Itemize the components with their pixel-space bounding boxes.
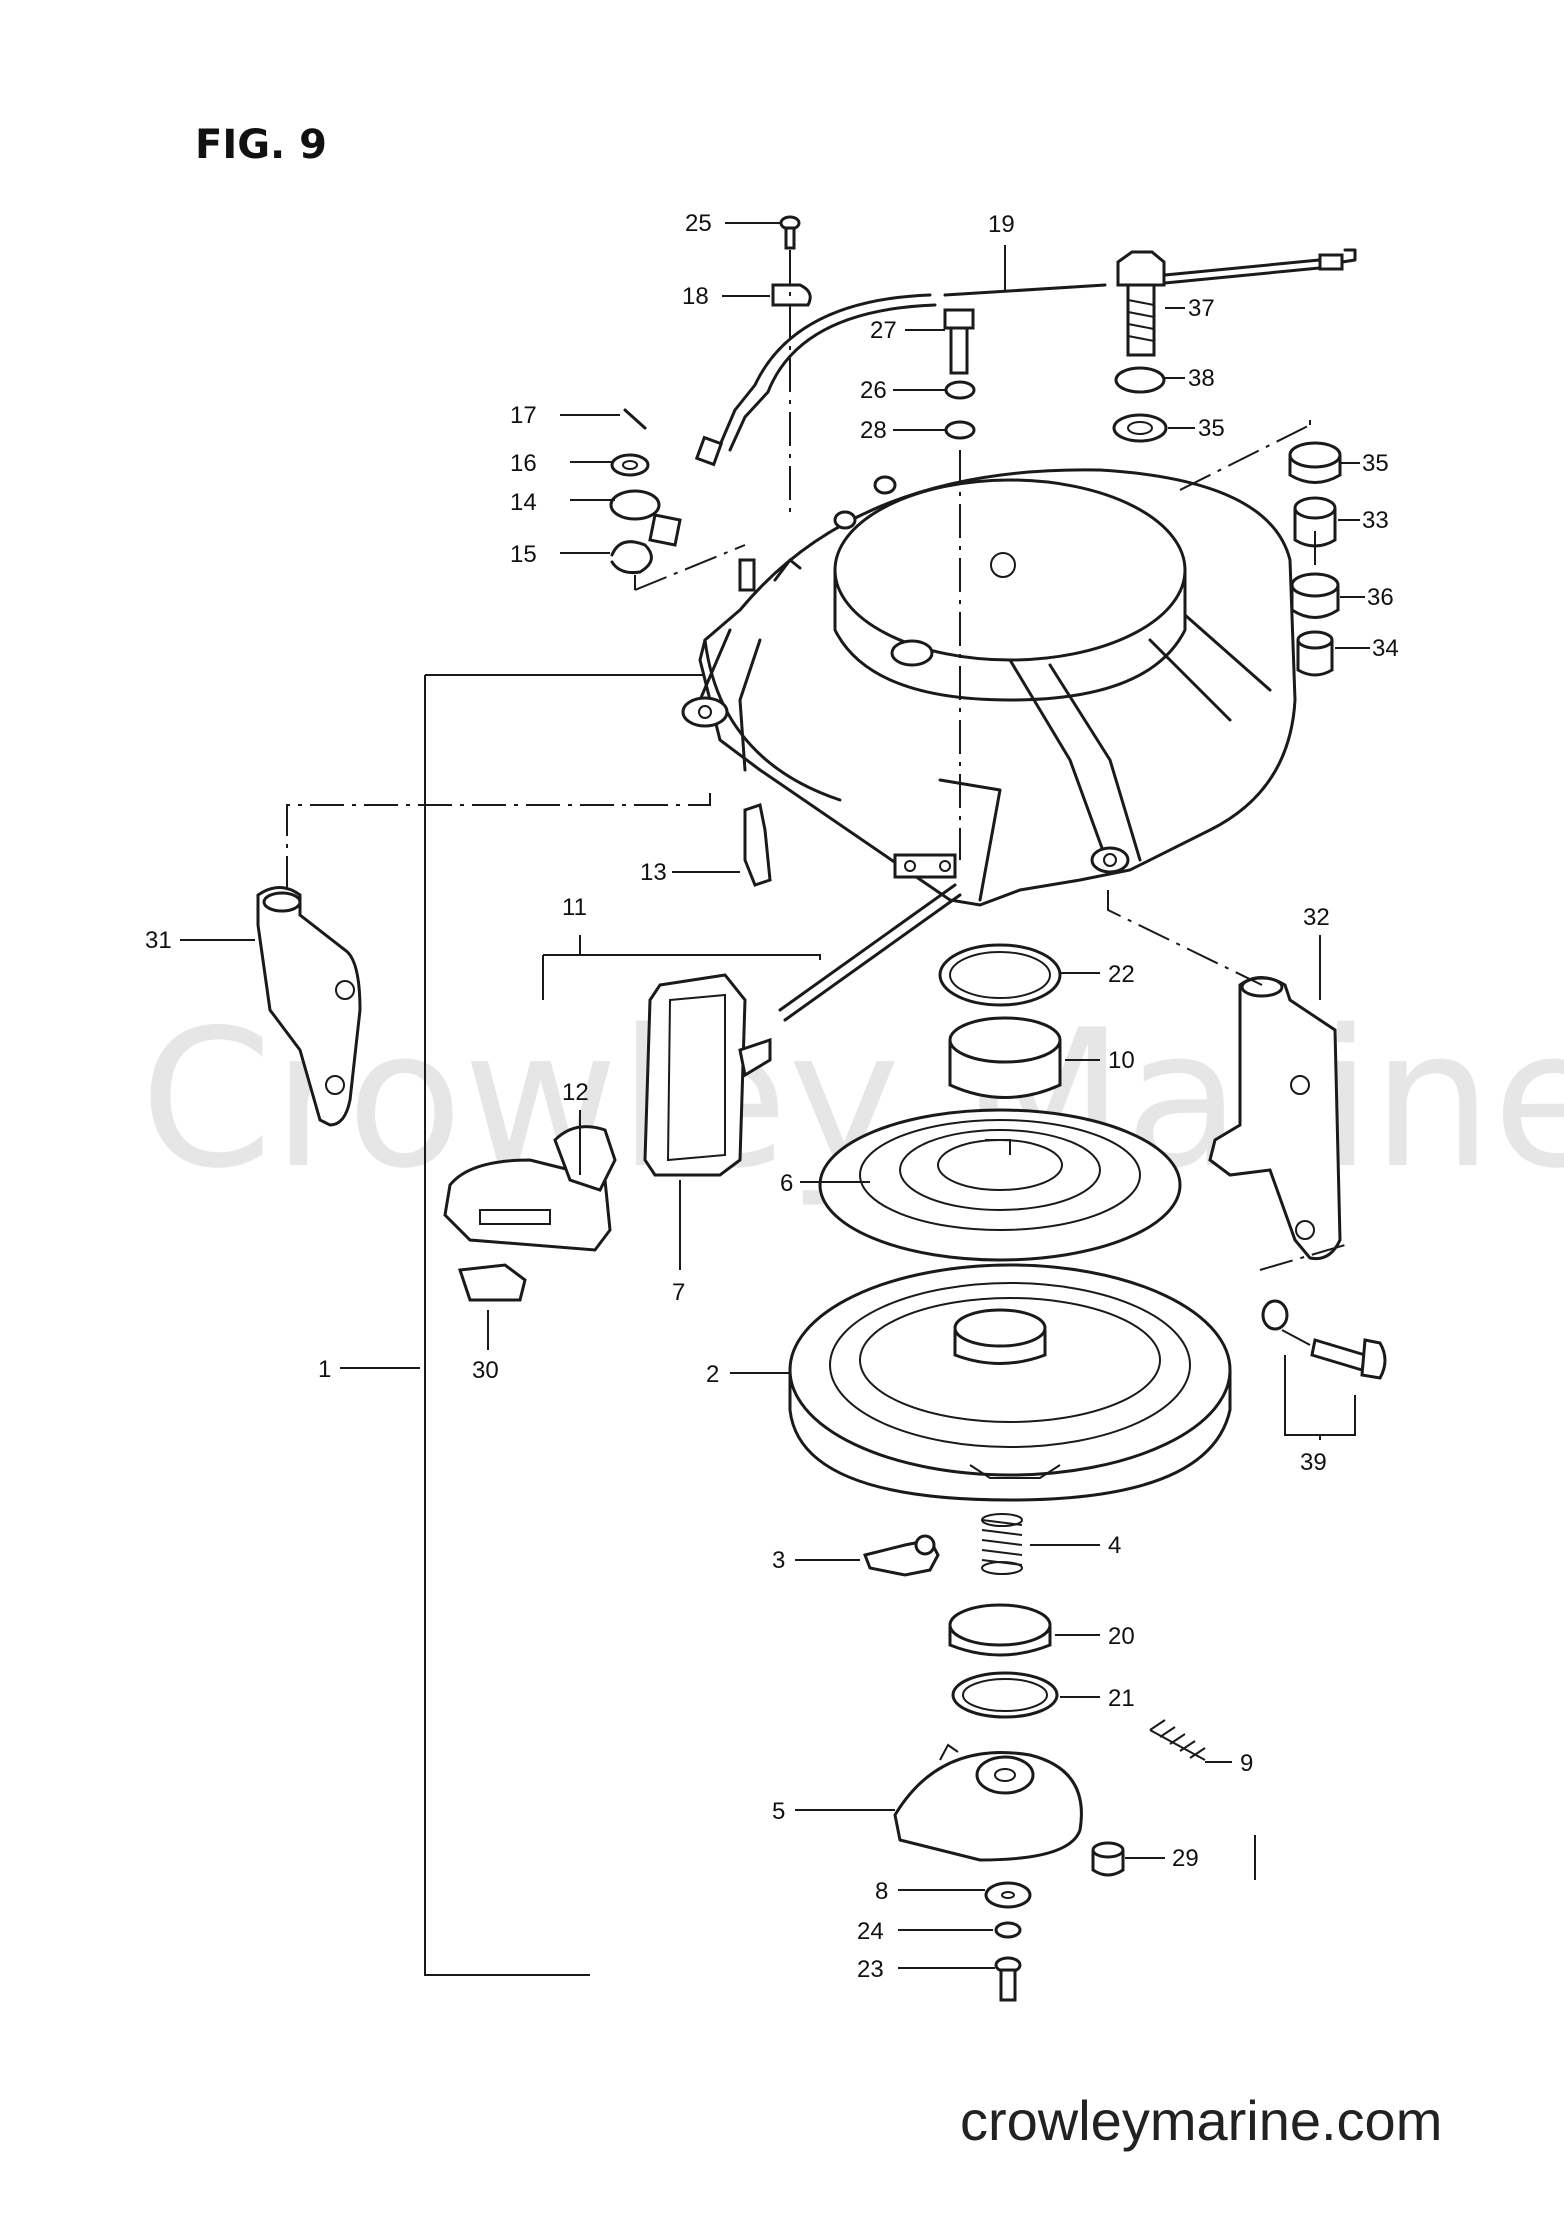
callout-13: 13 [640, 859, 667, 886]
callout-9: 9 [1240, 1750, 1253, 1777]
callout-12: 12 [562, 1079, 589, 1106]
grommet-part-35b [1288, 441, 1342, 484]
collar-part-34 [1296, 630, 1334, 677]
callout-25: 25 [685, 210, 712, 237]
collar-part-29 [1091, 1841, 1125, 1877]
callout-34: 34 [1372, 635, 1399, 662]
bolt-part-27 [943, 308, 975, 375]
grommet-part-35a [1112, 413, 1168, 443]
callout-2: 2 [706, 1361, 719, 1388]
bushing-part-10 [948, 1016, 1062, 1099]
callout-39: 39 [1300, 1449, 1327, 1476]
callout-23: 23 [857, 1956, 884, 1983]
callout-17: 17 [510, 402, 537, 429]
screw-part-25 [779, 215, 801, 250]
ring-part-21 [951, 1671, 1059, 1719]
reel-part-2 [788, 1263, 1232, 1502]
callout-30: 30 [472, 1357, 499, 1384]
ring-part-22 [938, 943, 1062, 1007]
footer-url[interactable]: crowleymarine.com [960, 2089, 1442, 2152]
insert-part-30 [457, 1263, 527, 1302]
parts-drawings [256, 215, 1387, 2002]
spring-part-4 [981, 1513, 1023, 1575]
bolt-set-part-39 [1261, 1299, 1387, 1380]
callout-28: 28 [860, 417, 887, 444]
callout-35a: 35 [1198, 415, 1225, 442]
washer-part-16 [610, 453, 650, 477]
washer-part-26 [944, 380, 976, 400]
callout-27: 27 [870, 317, 897, 344]
cable-part-19 [694, 248, 1357, 467]
holder-part-14 [609, 489, 682, 547]
rope-part-11 [778, 883, 957, 1012]
clamp-part-18 [771, 283, 812, 307]
callout-8: 8 [875, 1878, 888, 1905]
assembly-lines [286, 250, 1356, 1976]
clip-part-15 [610, 540, 653, 574]
callout-31: 31 [145, 927, 172, 954]
assembly-bracket-1 [424, 675, 590, 1976]
starter-housing [681, 468, 1297, 907]
callout-6: 6 [780, 1170, 793, 1197]
callout-32: 32 [1303, 904, 1330, 931]
washer-part-28 [944, 420, 976, 440]
screw-part-23 [994, 1956, 1022, 2002]
callout-21: 21 [1108, 1685, 1135, 1712]
callout-3: 3 [772, 1547, 785, 1574]
callout-4: 4 [1108, 1532, 1121, 1559]
callout-18: 18 [682, 283, 709, 310]
figure-title: FIG. 9 [195, 122, 327, 168]
callout-29: 29 [1172, 1845, 1199, 1872]
spring-part-20 [948, 1603, 1052, 1657]
washer-part-24 [994, 1921, 1022, 1939]
callout-7: 7 [672, 1279, 685, 1306]
callout-38: 38 [1188, 365, 1215, 392]
callout-26: 26 [860, 377, 887, 404]
lever-part-13 [743, 803, 772, 887]
callout-16: 16 [510, 450, 537, 477]
callout-22: 22 [1108, 961, 1135, 988]
callout-24: 24 [857, 1918, 884, 1945]
callout-1: 1 [318, 1356, 331, 1383]
callout-33: 33 [1362, 507, 1389, 534]
callout-35b: 35 [1362, 450, 1389, 477]
callout-14: 14 [510, 489, 537, 516]
callout-19: 19 [988, 211, 1015, 238]
pin-part-17 [623, 408, 647, 430]
callout-5: 5 [772, 1798, 785, 1825]
spring-part-6 [818, 1108, 1182, 1262]
grommet-part-36 [1290, 572, 1340, 619]
bracket-part-32 [1208, 976, 1342, 1261]
handle-part-12 [443, 1125, 617, 1252]
ratchet-part-5 [893, 1743, 1083, 1862]
callout-37: 37 [1188, 295, 1215, 322]
washer-part-38 [1114, 366, 1166, 394]
callout-10: 10 [1108, 1047, 1135, 1074]
spring-part-9 [1149, 1719, 1206, 1761]
bolt-part-37 [1116, 250, 1166, 357]
washer-part-8 [984, 1881, 1032, 1909]
callout-leaders [180, 222, 1370, 1969]
callout-numbers: 1 2 3 4 5 6 7 8 9 10 11 12 13 14 15 16 1… [145, 210, 1399, 1983]
callout-20: 20 [1108, 1623, 1135, 1650]
cover-part-7 [643, 973, 772, 1177]
callout-11: 11 [562, 894, 587, 921]
callout-15: 15 [510, 541, 537, 568]
callout-36: 36 [1367, 584, 1394, 611]
